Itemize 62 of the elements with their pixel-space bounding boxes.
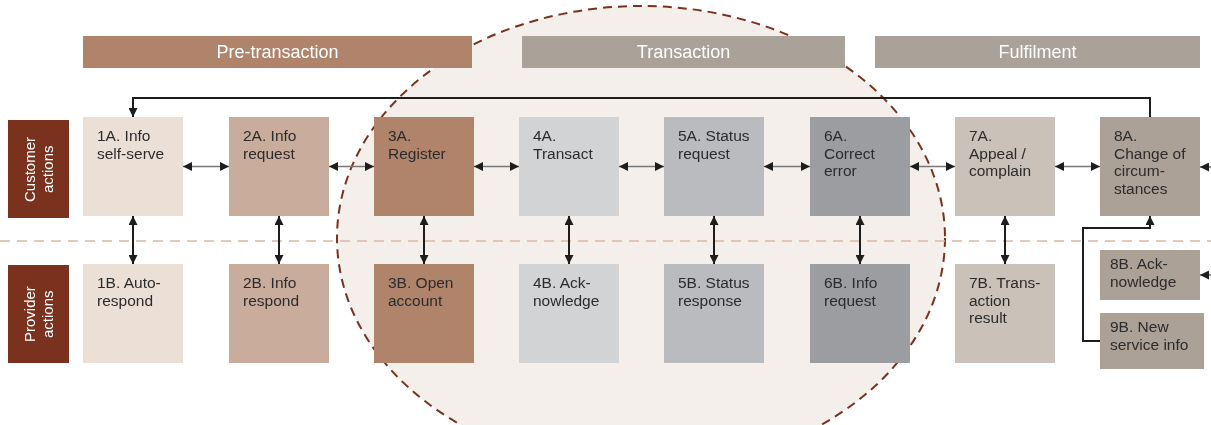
node-text: 7A. Appeal / complain bbox=[969, 127, 1033, 180]
arrow bbox=[1054, 162, 1101, 171]
arrow bbox=[618, 162, 665, 171]
arrow bbox=[763, 162, 811, 171]
arrow bbox=[709, 215, 719, 265]
arrow bbox=[419, 215, 429, 265]
row-label bbox=[8, 265, 69, 363]
node-text: 6B. Info request bbox=[824, 274, 879, 309]
step-box bbox=[810, 117, 910, 216]
node-text: 2A. Info request bbox=[243, 127, 298, 162]
arrow bbox=[274, 215, 284, 265]
phase-header-bar bbox=[83, 36, 472, 68]
arrow bbox=[1000, 215, 1010, 265]
step-box bbox=[83, 264, 183, 363]
phase-header-bar bbox=[875, 36, 1200, 68]
step-box bbox=[955, 117, 1055, 216]
step-box bbox=[955, 264, 1055, 363]
arrow bbox=[182, 162, 230, 171]
step-box bbox=[519, 117, 619, 216]
arrow bbox=[564, 215, 574, 265]
step-box bbox=[1100, 250, 1200, 300]
node-text: 6A. Correct error bbox=[824, 127, 876, 180]
step-box bbox=[229, 264, 329, 363]
node-text: 7B. Trans-action result bbox=[969, 274, 1041, 327]
node-text: 8B. Ack-nowledge bbox=[1110, 255, 1178, 290]
phase-header-bar bbox=[522, 36, 845, 68]
node-text: 4A. Transact bbox=[533, 127, 594, 162]
arrow bbox=[1199, 270, 1211, 280]
node-text: 5A. Status request bbox=[678, 127, 750, 162]
step-box bbox=[810, 264, 910, 363]
node-text: 9B. New service info bbox=[1110, 318, 1190, 353]
node-text: 5B. Status response bbox=[678, 274, 750, 309]
node-text: Pre-transaction bbox=[216, 41, 339, 63]
node-text: 4B. Ack-nowledge bbox=[533, 274, 601, 309]
arrow bbox=[1199, 162, 1211, 172]
step-box bbox=[1100, 117, 1200, 216]
step-box bbox=[1100, 313, 1204, 369]
node-text: Customer actions bbox=[20, 135, 57, 204]
node-text: 3A. Register bbox=[388, 127, 447, 162]
step-box bbox=[664, 117, 764, 216]
step-box bbox=[374, 264, 474, 363]
step-box bbox=[229, 117, 329, 216]
step-box bbox=[374, 117, 474, 216]
arrow bbox=[909, 162, 956, 171]
node-text: 1B. Auto-respond bbox=[97, 274, 162, 309]
node-text: 8A. Change of circum-stances bbox=[1114, 127, 1186, 197]
arrow bbox=[128, 215, 138, 265]
arrow bbox=[128, 97, 1151, 118]
node-text: Transaction bbox=[636, 41, 731, 63]
arrow bbox=[473, 162, 520, 171]
node-text: Fulfilment bbox=[998, 41, 1077, 63]
step-box bbox=[519, 264, 619, 363]
arrow bbox=[1082, 215, 1155, 342]
row-label bbox=[8, 120, 69, 218]
step-box bbox=[664, 264, 764, 363]
arrow bbox=[328, 162, 375, 171]
arrow bbox=[855, 215, 865, 265]
step-box bbox=[83, 117, 183, 216]
node-text: Provider actions bbox=[20, 285, 57, 344]
node-text: 3B. Open account bbox=[388, 274, 455, 309]
node-text: 2B. Info respond bbox=[243, 274, 300, 309]
node-text: 1A. Info self-serve bbox=[97, 127, 166, 162]
